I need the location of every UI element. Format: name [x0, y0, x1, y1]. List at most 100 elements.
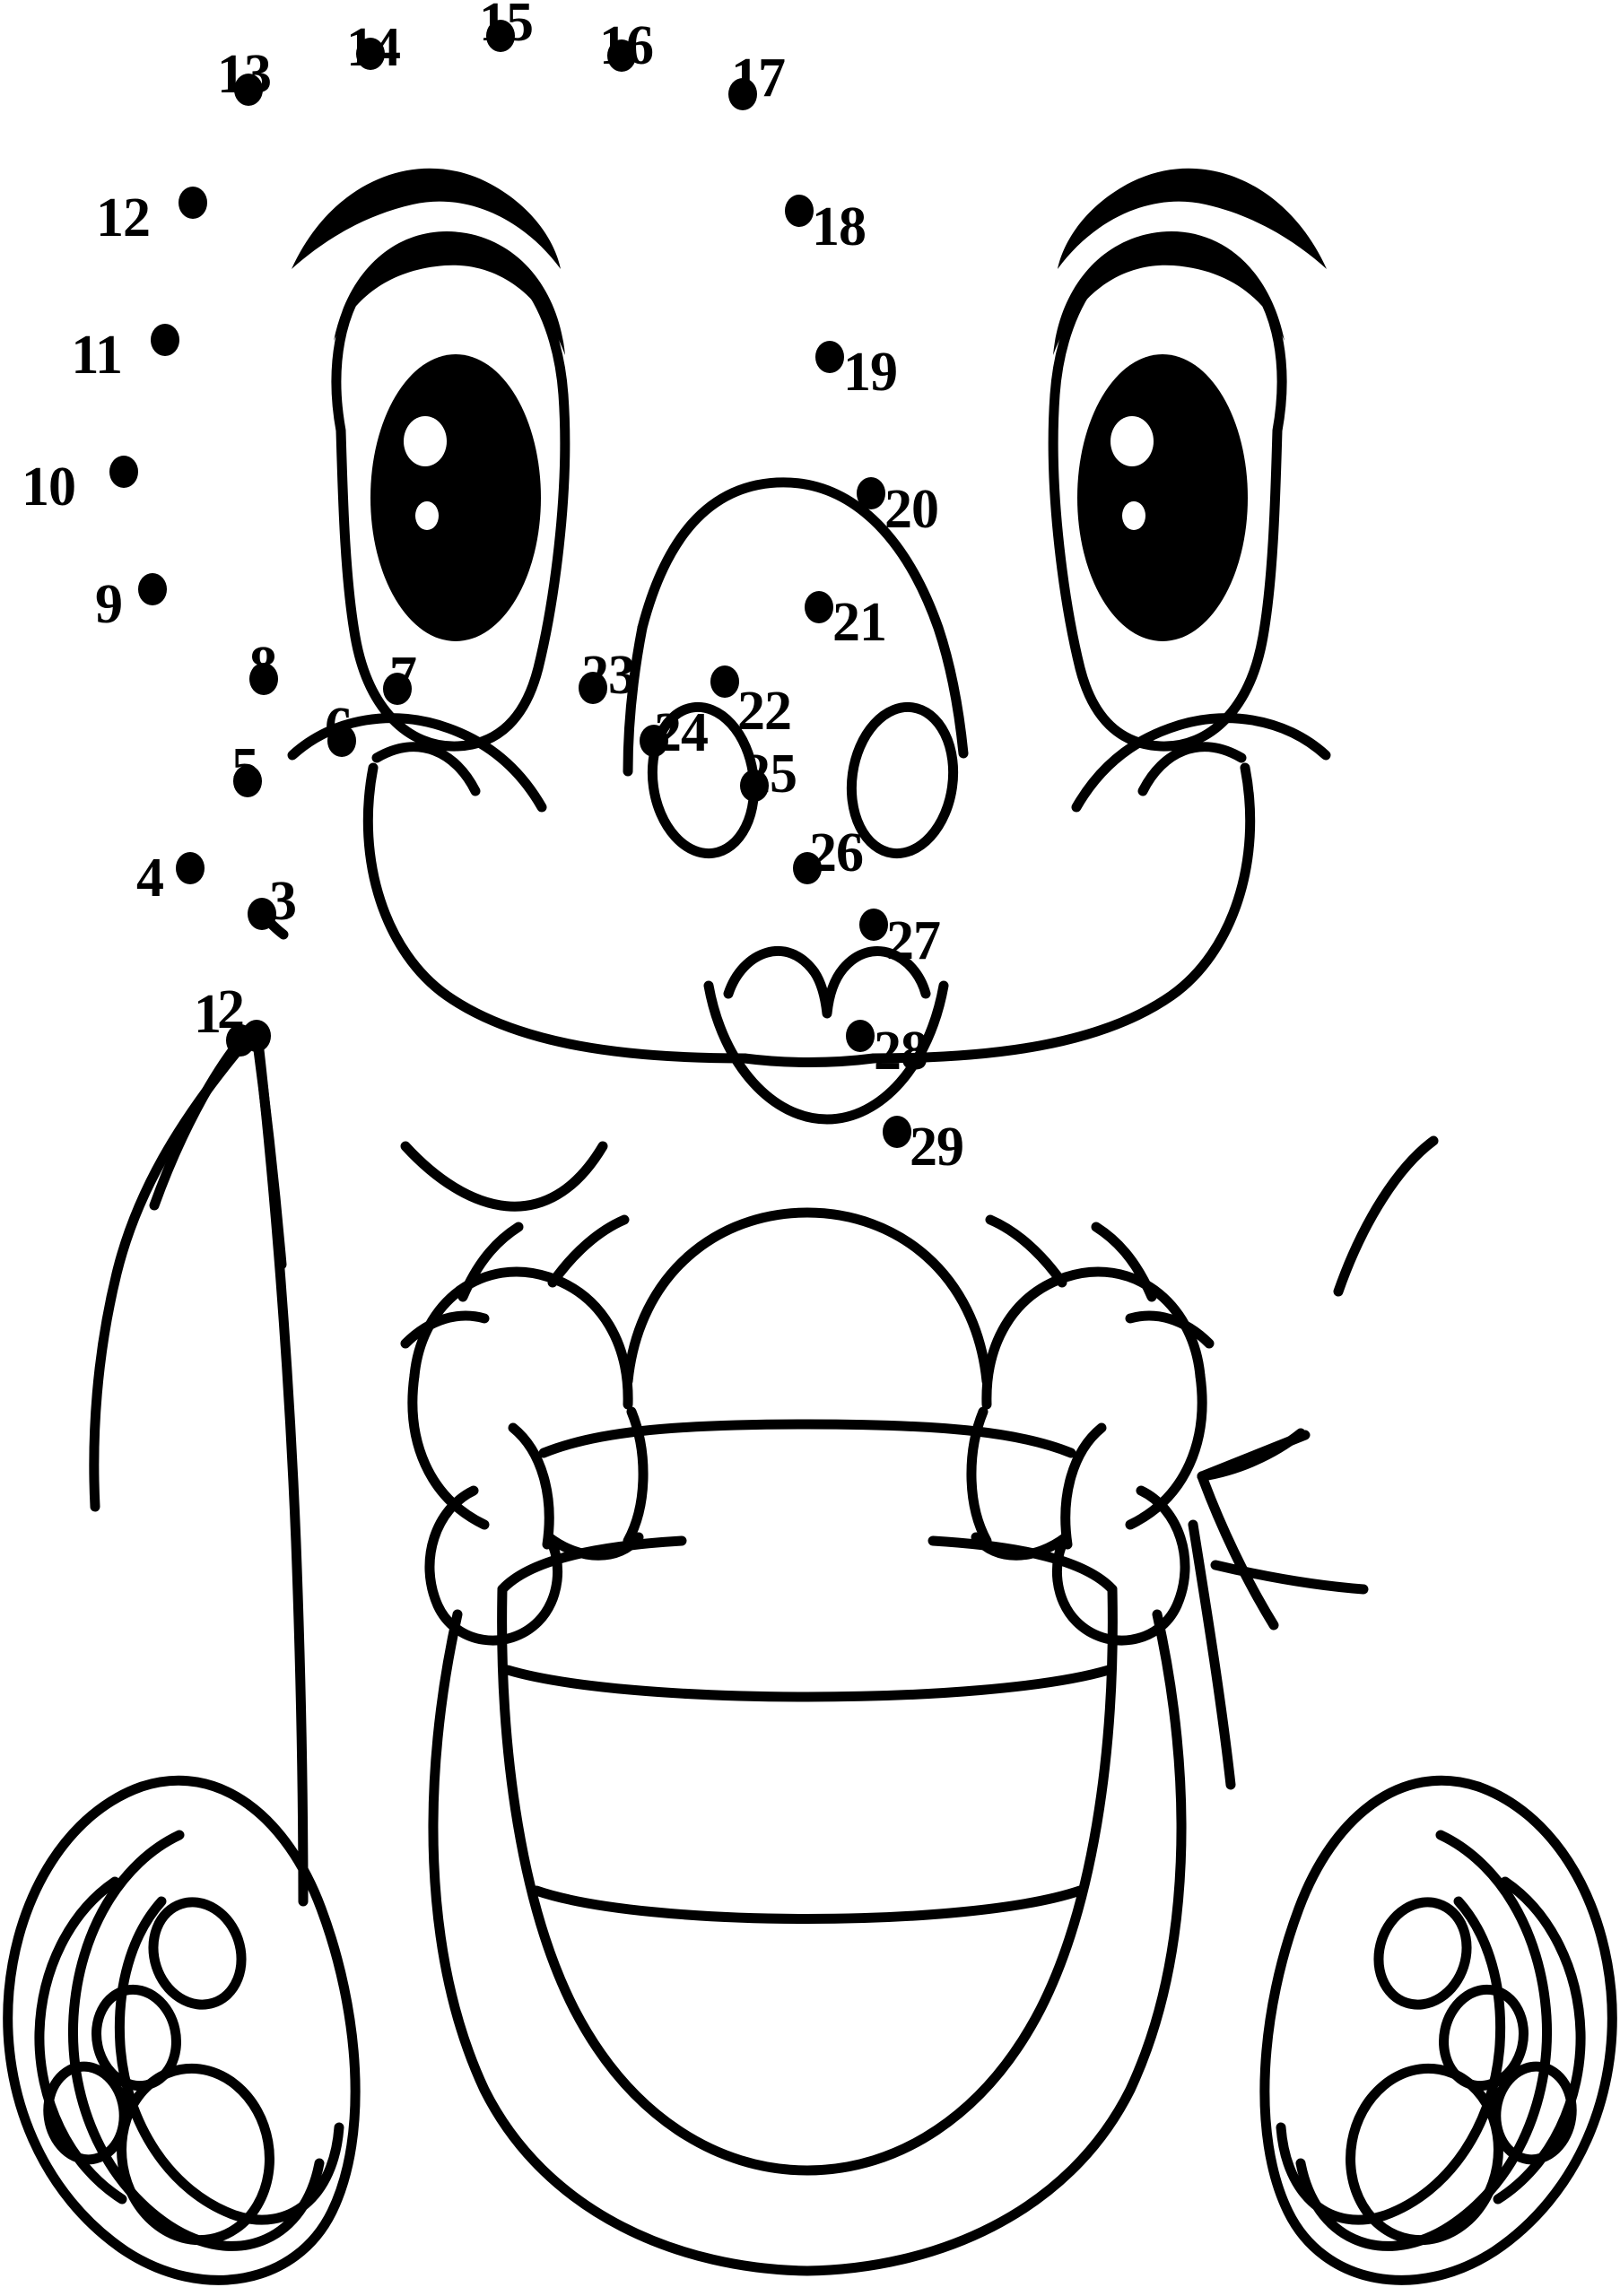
tail-base: [1188, 1519, 1236, 1790]
dot-number-label-2: 2: [217, 979, 245, 1040]
dot-number-label-14: 14: [346, 17, 401, 78]
tail-spike-lower-edge: [1197, 1471, 1279, 1631]
dot-marker-18[interactable]: [785, 195, 814, 227]
dot-marker-3[interactable]: [248, 898, 276, 930]
dot-number-label-13: 13: [217, 44, 272, 105]
left-foot-main-pad: [117, 2063, 274, 2246]
dot-marker-6[interactable]: [327, 725, 356, 757]
right-hand-finger-1: [1060, 1422, 1107, 1550]
right-nostril: [846, 701, 959, 859]
dot-marker-26[interactable]: [793, 852, 822, 884]
right-arm-top: [981, 1266, 1206, 1410]
snout-left-edge: [623, 622, 648, 777]
chin-smile: [400, 1141, 608, 1212]
dot-marker-15[interactable]: [486, 20, 515, 52]
left-eyelid: [334, 231, 565, 355]
dot-marker-8[interactable]: [249, 663, 278, 695]
shell-right-shoulder: [928, 1535, 1118, 1595]
dot-number-label-18: 18: [812, 196, 867, 257]
left-pupil: [370, 354, 541, 641]
dot-marker-22[interactable]: [710, 665, 739, 698]
dot2-lead: [251, 1031, 287, 1270]
dot-marker-27[interactable]: [859, 909, 888, 941]
right-hand-finger-2: [966, 1406, 992, 1546]
right-foot-toe-3: [1491, 2061, 1577, 2165]
muzzle-left-tip: [371, 742, 481, 796]
left-eyebrow: [292, 168, 561, 269]
shell-plate-line-2: [531, 1885, 1085, 1924]
dot-number-label-25: 25: [743, 744, 797, 804]
right-shoulder-spike-3: [985, 1214, 1067, 1288]
dot-marker-7[interactable]: [383, 673, 412, 705]
left-arm-left: [407, 1370, 490, 1530]
dot-number-label-19: 19: [843, 342, 898, 403]
shell-outer-body: [497, 1584, 1118, 2176]
muzzle-bottom-center: [739, 1053, 879, 1067]
right-shoulder-spike-2: [1091, 1222, 1157, 1302]
dot-number-label-11: 11: [71, 325, 123, 386]
right-foot-toe-1: [1373, 1897, 1472, 2010]
leg-line-1: [89, 1042, 246, 1512]
right-foot-inner: [1295, 1830, 1553, 2251]
tongue: [723, 945, 931, 1019]
dot-marker-21[interactable]: [805, 591, 833, 623]
dot-number-label-28: 28: [874, 1021, 928, 1082]
left-foot-pad-outline: [114, 1896, 344, 2225]
dot29-stub: [1333, 1135, 1439, 1297]
dot-number-label-3: 3: [269, 871, 297, 932]
dot-number-label-12: 12: [96, 187, 151, 248]
dot-number-label-5: 5: [231, 737, 259, 798]
dot-number-label-4: 4: [136, 848, 164, 909]
dot-marker-25[interactable]: [740, 770, 769, 802]
dot-marker-20[interactable]: [857, 477, 885, 509]
dot-number-label-15: 15: [479, 0, 534, 53]
right-foot-main-pad: [1346, 2063, 1503, 2246]
dot-marker-19[interactable]: [815, 341, 844, 373]
dot-number-label-27: 27: [886, 910, 941, 971]
shell-rim: [428, 1609, 1187, 2276]
dot-marker-29[interactable]: [883, 1116, 911, 1148]
dot-marker-14[interactable]: [356, 38, 385, 70]
left-arm-top: [409, 1266, 633, 1410]
dot-marker-12[interactable]: [179, 187, 207, 219]
dot-marker-24[interactable]: [640, 725, 668, 757]
left-shoulder-spike-3: [547, 1214, 630, 1288]
dot-marker-2[interactable]: [242, 1020, 271, 1052]
left-foot-outer: [3, 1775, 361, 2285]
dot-marker-16[interactable]: [607, 39, 636, 72]
dot-number-label-1: 1: [194, 984, 222, 1045]
dot-marker-10[interactable]: [109, 456, 138, 488]
tail-spike-line-26: [1197, 1430, 1311, 1482]
right-arm-right: [1125, 1370, 1207, 1530]
right-hand-thumb: [1051, 1485, 1190, 1646]
dot-number-label-10: 10: [22, 457, 76, 517]
dot-number-label-22: 22: [737, 681, 792, 742]
dot-number-label-21: 21: [832, 592, 887, 653]
left-pupil-highlight-small: [415, 501, 439, 530]
dot-marker-4[interactable]: [176, 852, 205, 884]
dot-number-label-26: 26: [809, 822, 864, 883]
tail-spike-line-28: [1210, 1560, 1369, 1595]
dot-marker-5[interactable]: [233, 765, 262, 797]
dot-number-label-9: 9: [95, 574, 123, 635]
dot-marker-9[interactable]: [138, 573, 167, 605]
right-foot-pad-outline: [1276, 1896, 1506, 2225]
right-hand-knuckles: [971, 1532, 1071, 1561]
left-shoulder-spike-1: [400, 1310, 490, 1349]
shell-plate-line-1: [502, 1665, 1114, 1702]
right-foot-outer: [1259, 1775, 1617, 2285]
dot-number-label-8: 8: [249, 636, 277, 697]
dot-marker-17[interactable]: [728, 78, 757, 110]
dot-marker-28[interactable]: [846, 1020, 875, 1052]
shell-collar: [538, 1419, 1076, 1458]
dot-marker-13[interactable]: [234, 74, 263, 106]
dot-marker-23[interactable]: [579, 672, 607, 704]
dot-marker-11[interactable]: [151, 324, 179, 356]
left-hand-finger-1: [508, 1422, 554, 1550]
dot-number-label-23: 23: [581, 645, 636, 706]
muzzle-right-tip: [1137, 742, 1247, 796]
dot-number-label-20: 20: [884, 479, 939, 540]
right-shoulder-spike-1: [1125, 1310, 1215, 1349]
